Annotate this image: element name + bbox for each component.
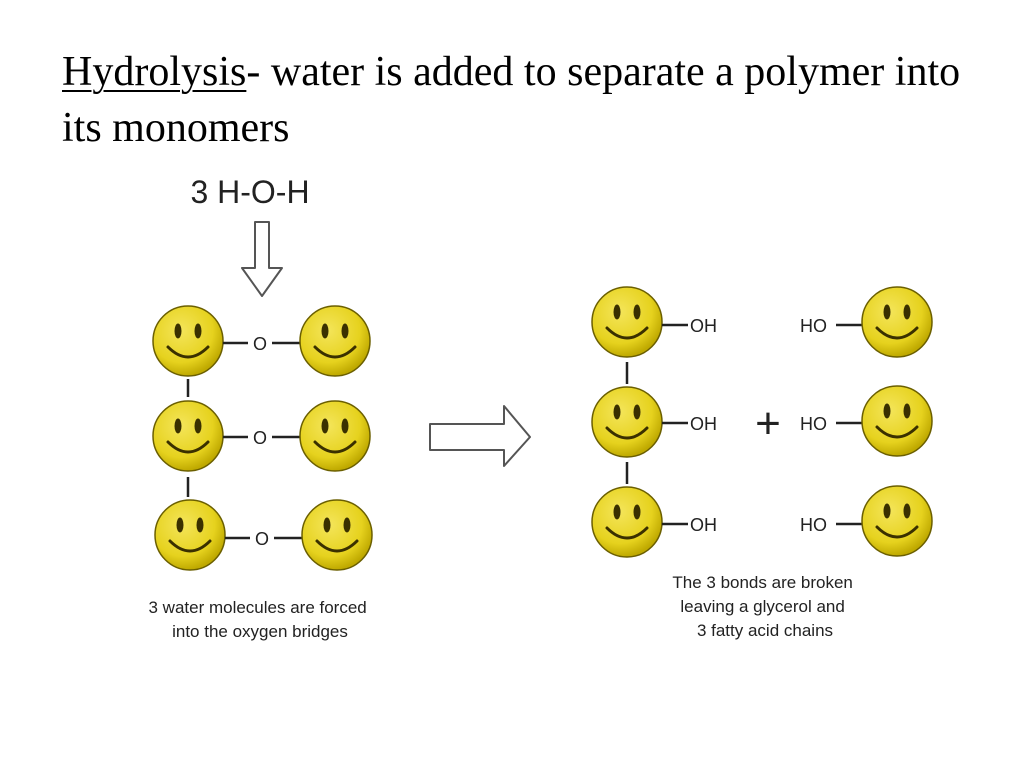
title-term: Hydrolysis xyxy=(62,49,247,95)
hydroxyl-label: HO xyxy=(800,414,827,434)
hydroxyl-label: HO xyxy=(800,515,827,535)
oxygen-label: O xyxy=(255,529,269,549)
right-caption-line: The 3 bonds are broken xyxy=(672,573,853,592)
fatty-acid-unit-icon xyxy=(860,384,934,458)
glycerol-unit-icon xyxy=(590,485,664,559)
fatty-acid-unit-icon xyxy=(298,399,372,473)
title-dash: - xyxy=(246,49,271,95)
glycerol-unit-icon xyxy=(590,385,664,459)
oxygen-label: O xyxy=(253,334,267,354)
left-caption-line: 3 water molecules are forced xyxy=(148,598,366,617)
hydroxyl-label: HO xyxy=(800,316,827,336)
oxygen-label: O xyxy=(253,428,267,448)
plus-sign: + xyxy=(755,399,781,448)
left-caption-line: into the oxygen bridges xyxy=(172,622,348,641)
glycerol-unit-icon xyxy=(151,304,225,378)
glycerol-unit-icon xyxy=(151,399,225,473)
hydroxyl-label: OH xyxy=(690,515,717,535)
right-caption-line: leaving a glycerol and xyxy=(680,597,844,616)
fatty-acid-unit-icon xyxy=(298,304,372,378)
hydroxyl-label: OH xyxy=(690,316,717,336)
fatty-acid-unit-icon xyxy=(300,498,374,572)
glycerol-unit-icon xyxy=(153,498,227,572)
right-caption-line: 3 fatty acid chains xyxy=(697,621,833,640)
water-label: 3 H-O-H xyxy=(190,174,309,210)
right-caption: The 3 bonds are broken leaving a glycero… xyxy=(672,573,857,640)
down-arrow-icon xyxy=(241,221,283,297)
fatty-acid-unit-icon xyxy=(860,285,934,359)
reaction-arrow-icon xyxy=(429,405,531,467)
fatty-acid-molecules: HO HO HO xyxy=(800,285,934,558)
glycerol-unit-icon xyxy=(590,285,664,359)
triglyceride-molecule: O O O xyxy=(151,304,374,572)
fatty-acid-unit-icon xyxy=(860,484,934,558)
slide-title: Hydrolysis- water is added to separate a… xyxy=(62,44,962,156)
title-definition: water is added to separate a polymer int… xyxy=(62,49,961,151)
left-caption: 3 water molecules are forced into the ox… xyxy=(148,598,371,641)
hydroxyl-label: OH xyxy=(690,414,717,434)
glycerol-molecule: OH OH OH xyxy=(590,285,717,559)
